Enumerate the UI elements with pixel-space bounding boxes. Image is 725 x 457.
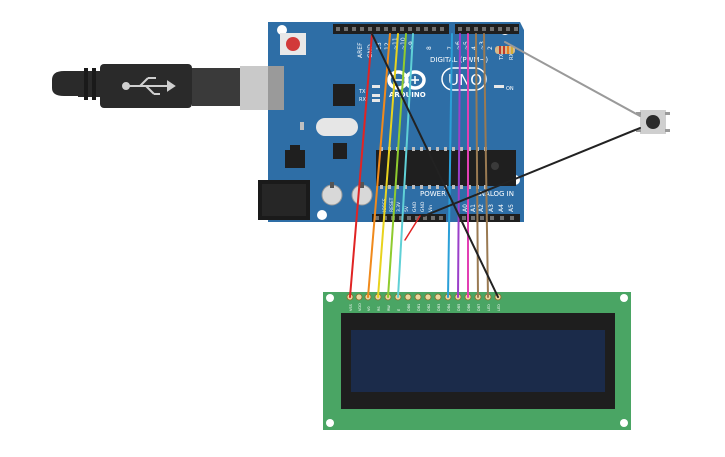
analog-pin-a4: A4 [498,204,505,212]
small-ic [333,143,347,159]
usb-cable-strain-relief [78,71,100,97]
lcd-pin-rs: RS [377,306,381,311]
power-pin-5v: 5V [404,205,410,212]
push-button-cap[interactable] [646,115,660,129]
mounting-hole [277,25,287,35]
analog-pin-labels: A0 A1 A2 A3 A4 A5 [462,204,515,212]
pin-label-10: ~10 [400,37,407,50]
push-button[interactable] [636,110,670,134]
wire-cyan[interactable] [397,33,414,298]
mounting-hole [326,419,334,427]
lcd-pin-vss: VSS [349,303,353,311]
led-l [372,85,380,88]
analog-pin-a2: A2 [478,204,485,212]
power-pin-3v3: 3.3V [396,201,402,212]
arduino-brand-text: ARDUINO [389,91,426,99]
lcd-pin-rw: RW [387,305,391,311]
led-tx [372,94,380,97]
wire-gray[interactable] [504,41,641,117]
lcd-pin-db0: DB0 [407,304,411,311]
wire-green[interactable] [387,33,407,298]
usb-interface-chip [333,84,355,106]
wire-purple[interactable] [457,33,461,298]
lcd-pin-vdd: VDD [358,303,362,311]
tx-label: TX [358,89,366,95]
rx-label: RX [359,97,366,103]
usb-cable-end [52,71,80,96]
lcd-pin-db3: DB3 [437,304,441,311]
lcd-pin-db6: DB6 [467,304,471,311]
pin-label-13: 13 [376,42,383,50]
analog-pin-a1: A1 [470,204,477,212]
voltage-regulator [285,150,305,168]
wire-yellow[interactable] [377,33,399,298]
digital-header-right [455,24,519,34]
led-rx [372,99,380,102]
wire-orange[interactable] [367,33,391,298]
digital-header-left [333,24,449,34]
wire-black-button[interactable] [423,127,641,217]
wires [349,33,641,298]
pin-label-2: 2 [487,46,494,50]
lcd-pin-db4: DB4 [447,303,451,311]
lcd-pin-led-anode: LED [487,304,491,311]
crystal-oscillator [316,118,358,136]
power-pin-vin: Vin [428,205,434,212]
wire-brown-2[interactable] [483,33,489,298]
power-pin-gnd: GND [412,201,418,212]
analog-pin-a3: A3 [488,204,495,212]
led-on [494,85,504,88]
usb-symbol-icon [122,77,176,95]
lcd-pin-db2: DB2 [427,304,431,311]
pin-label-4: 4 [471,46,478,50]
analog-pin-a5: A5 [508,204,515,212]
mounting-hole [317,210,327,220]
lcd-pin-led-cathode: LED [497,304,501,311]
resistor[interactable] [495,46,515,54]
reset-button[interactable] [286,37,300,51]
wire-black-gnd[interactable] [371,33,499,298]
uno-badge [441,67,487,91]
analog-pin-a0: A0 [462,204,469,212]
lcd-16x2-module[interactable]: VSS VDD V0 RS RW E DB0 DB1 DB2 DB3 DB4 D… [323,292,631,430]
power-pin-gnd-2: GND [420,201,426,212]
mounting-hole [326,294,334,302]
wire-blue[interactable] [447,33,453,298]
pin-label-aref: AREF [357,42,364,58]
lcd-pin-db7: DB7 [477,304,481,311]
uno-model-text: UNO [448,71,482,89]
lcd-pin-db5: DB5 [457,304,461,311]
on-label: ON [506,86,514,92]
pin-label-7: 7 [447,46,454,50]
wire-red-5v[interactable] [404,215,421,241]
power-pin-reset: RESET [389,197,395,212]
lcd-pin-v0: V0 [367,306,371,311]
mounting-hole [620,294,628,302]
digital-header-pins [336,27,518,31]
lcd-screen [351,330,605,392]
wire-red[interactable] [349,33,373,298]
pin-label-11: ~11 [392,37,399,50]
analog-in-label: ANALOG IN [475,190,514,198]
mounting-hole [620,419,628,427]
power-label: POWER [420,190,446,198]
pin-label-6: ~6 [455,41,462,50]
lcd-pin-db1: DB1 [417,304,421,311]
pin-label-5: ~5 [463,41,470,50]
pin-label-3: ~3 [479,41,486,50]
lcd-pin-labels: VSS VDD V0 RS RW E DB0 DB1 DB2 DB3 DB4 D… [349,303,501,311]
pin-label-12: 12 [384,42,391,50]
usb-cable[interactable] [52,64,280,110]
lcd-pin-e: E [397,309,401,311]
pin-label-8: 8 [426,46,433,50]
usb-jack [268,66,284,110]
analog-header [458,214,520,222]
